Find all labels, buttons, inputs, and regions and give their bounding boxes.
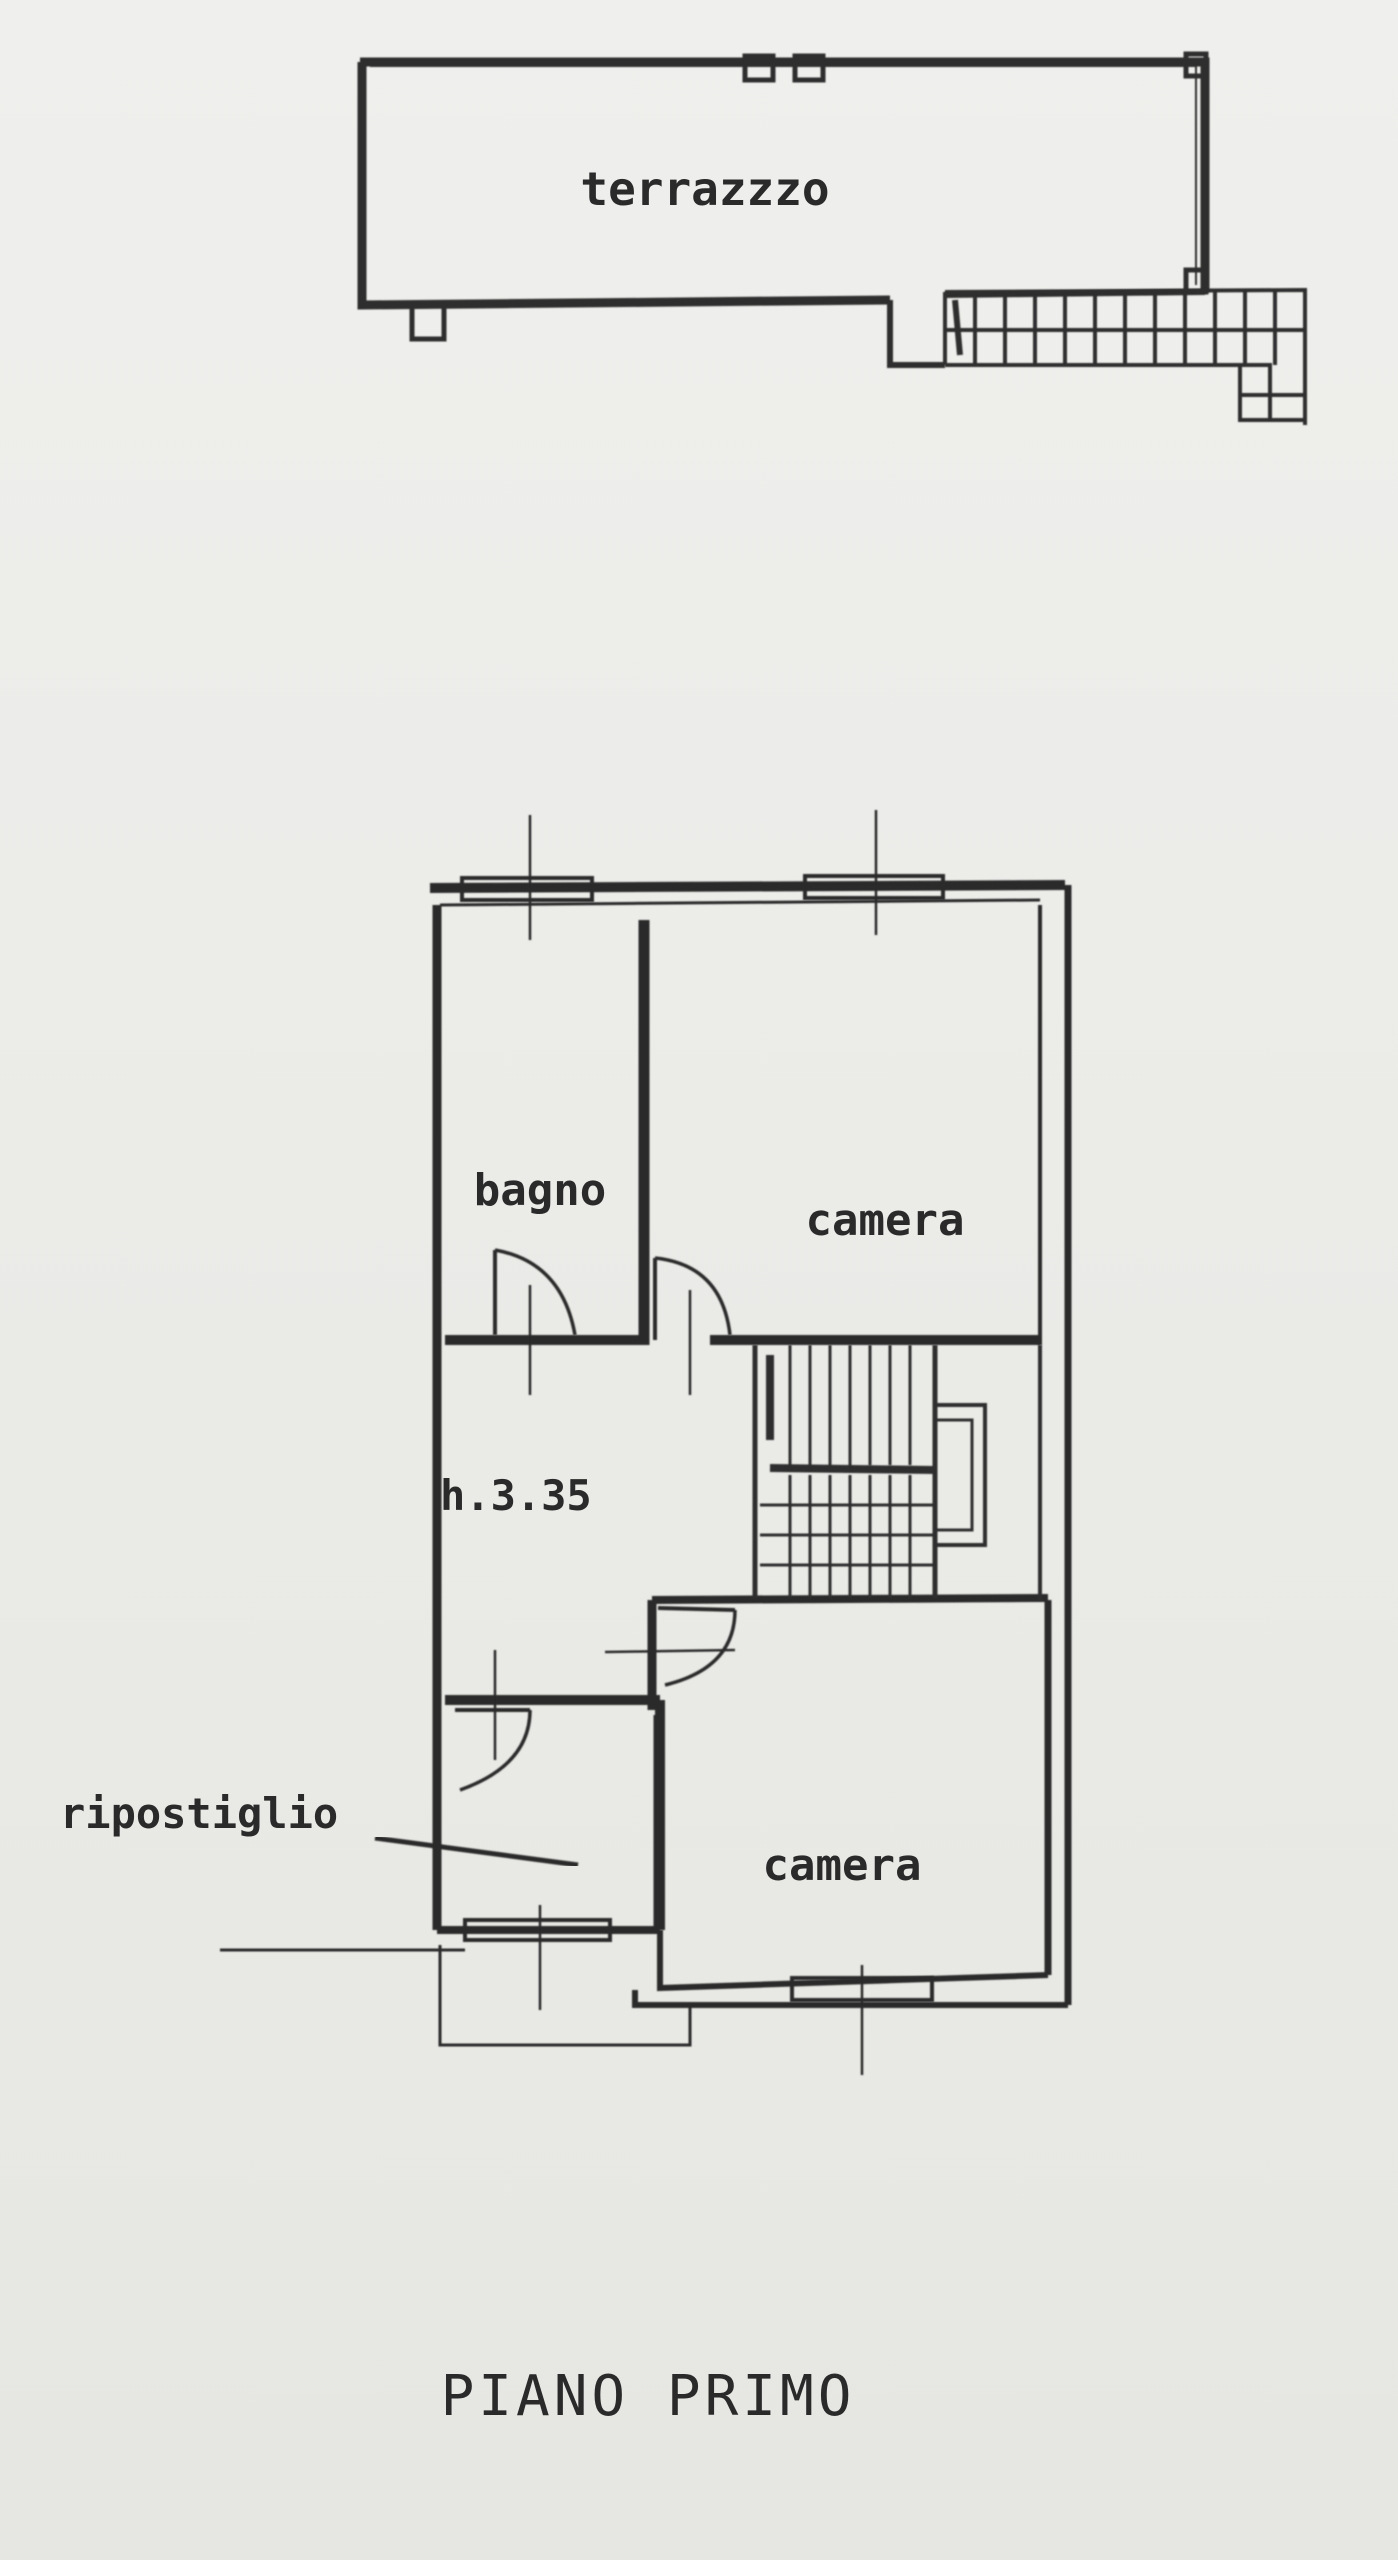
outer-walls (429, 880, 1072, 2008)
plan-title: PIANO PRIMO (441, 2364, 856, 2429)
camera-bottom-label: camera (763, 1840, 922, 1891)
ripostiglio-label: ripostiglio (60, 1789, 338, 1838)
ceiling-height-label: h.3.35 (440, 1471, 592, 1520)
windows (220, 810, 945, 2075)
internal-staircase (752, 1345, 1042, 1600)
terrace-label: terrazzzo (580, 162, 829, 216)
doors (455, 1248, 737, 1792)
ripostiglio-leader-line (374, 1835, 579, 1868)
terrace-stair-grid (943, 287, 1307, 425)
interior-walls (445, 920, 1049, 1930)
bagno-label: bagno (474, 1165, 606, 1216)
camera-top-label: camera (806, 1195, 965, 1246)
